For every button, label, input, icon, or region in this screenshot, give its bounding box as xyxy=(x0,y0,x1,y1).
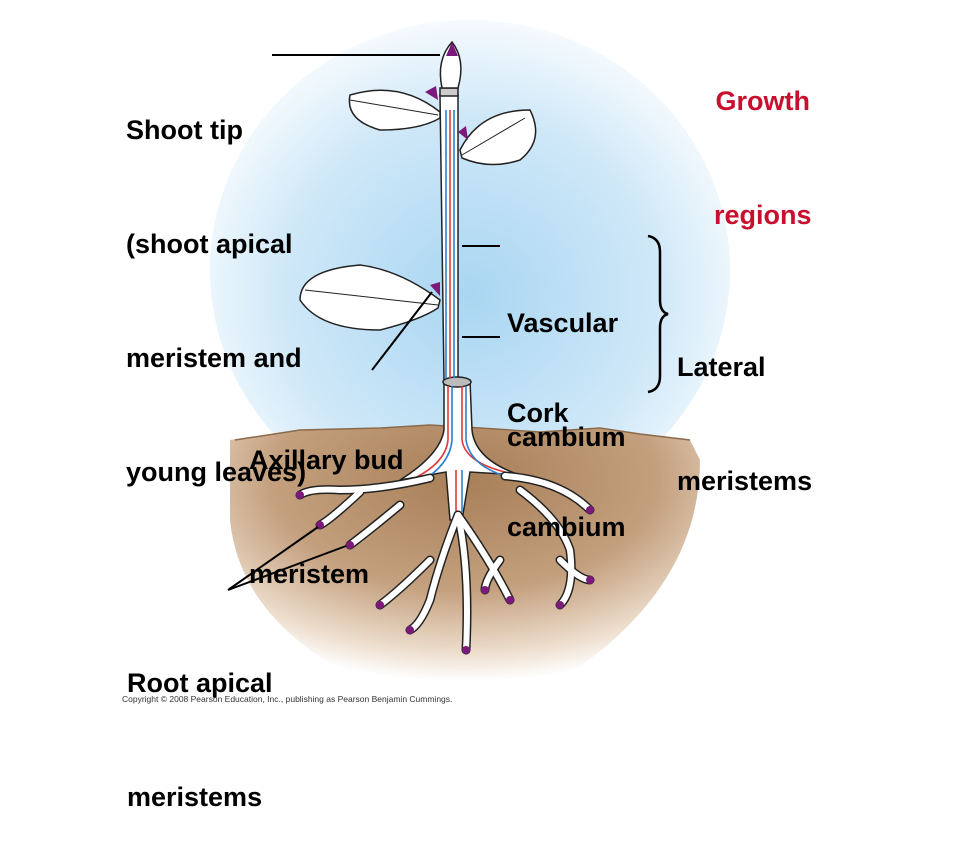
shoot-tip-line-2: (shoot apical xyxy=(126,229,293,259)
lateral-meristems-line-2: meristems xyxy=(677,466,813,496)
roots-fill xyxy=(297,473,593,653)
axillary-bud-label: Axillary bud meristem xyxy=(249,365,404,631)
cork-cambium-line-1: Cork xyxy=(507,398,569,428)
lateral-meristems-brace xyxy=(647,234,669,394)
cork-cambium-label: Cork cambium xyxy=(507,318,626,584)
leaf-upper-left xyxy=(348,89,441,131)
shoot-tip-line-4: young leaves) xyxy=(126,457,307,487)
root-apical-label: Root apical meristems xyxy=(127,588,273,854)
leader-lines xyxy=(227,54,500,591)
root-apical-line-2: meristems xyxy=(127,782,263,812)
title-line-1: Growth xyxy=(715,86,811,116)
shoot-tip-line-1: Shoot tip xyxy=(126,115,243,145)
shoot-tip-bud xyxy=(439,40,462,89)
axillary-bud-line-1: Axillary bud xyxy=(249,445,404,475)
axillary-bud-line-2: meristem xyxy=(249,559,370,589)
sky-background xyxy=(210,20,730,520)
axillary-bud-leader xyxy=(371,291,433,371)
shoot-tip-line-3: meristem and xyxy=(126,343,302,373)
vascular-cambium-label: Vascular cambium xyxy=(507,228,626,494)
root-apical-meristem-tips xyxy=(296,491,594,654)
lateral-meristems-label: Lateral meristems xyxy=(677,272,812,538)
axillary-buds xyxy=(425,86,468,296)
leaf-upper-right xyxy=(459,109,537,166)
leaves xyxy=(299,89,537,331)
root-leader-2 xyxy=(227,545,347,591)
root-leader-1 xyxy=(227,526,319,591)
shoot-tip-label: Shoot tip (shoot apical meristem and you… xyxy=(126,35,306,529)
copyright-notice: Copyright © 2008 Pearson Education, Inc.… xyxy=(122,694,453,704)
growth-regions-title: Growth regions xyxy=(714,6,812,272)
vascular-tissue-lines xyxy=(414,110,506,512)
title-line-2: regions xyxy=(714,200,812,230)
cork-cambium-line-2: cambium xyxy=(507,512,626,542)
plant-diagram xyxy=(210,20,730,695)
root-apical-line-1: Root apical xyxy=(127,668,273,698)
lateral-meristems-line-1: Lateral xyxy=(677,352,766,382)
vascular-cambium-line-2: cambium xyxy=(507,422,626,452)
soil-surface-line xyxy=(234,424,691,441)
vascular-cambium-line-1: Vascular xyxy=(507,308,619,338)
